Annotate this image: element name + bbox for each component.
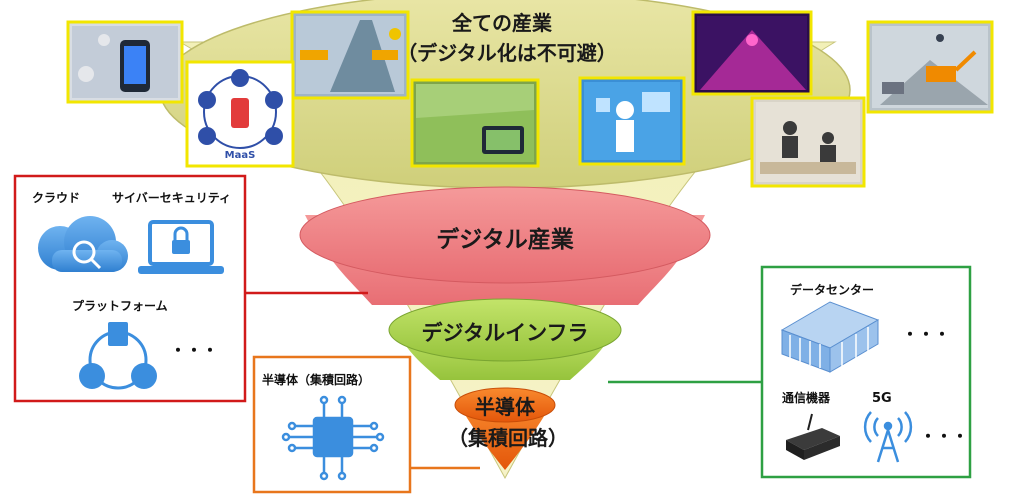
layer-semiconductor-label-1: 半導体	[475, 395, 536, 419]
datacenter-label: データセンター	[790, 282, 874, 297]
center-panel-title: 半導体（集積回路）	[262, 372, 370, 387]
top-title-line1: 全ての産業	[451, 11, 553, 35]
smartphone-icon	[231, 98, 249, 128]
comm-ellipsis: ・・・	[920, 427, 968, 446]
left-panel-ellipsis: ・・・	[170, 341, 218, 360]
cloud-icon	[38, 216, 128, 272]
antenna-icon	[863, 411, 913, 463]
layer-semiconductor-top	[454, 387, 556, 423]
airplane-icon	[265, 91, 283, 109]
layer-semiconductor-label-2: （集積回路）	[448, 426, 568, 450]
industry-photos: MaaS	[66, 10, 994, 188]
platform-label: プラットフォーム	[72, 298, 168, 313]
cloud-label: クラウド	[32, 191, 80, 205]
smart-home-icon	[78, 66, 94, 82]
maas-label: MaaS	[225, 150, 256, 161]
left-panel-frame	[13, 174, 247, 403]
platform-icon	[79, 322, 157, 390]
layer-digital-infra-label: デジタルインフラ	[422, 321, 589, 345]
layer-digital-infra-top	[388, 298, 622, 362]
bicycle-icon	[198, 91, 216, 109]
stage-light-icon	[746, 34, 758, 46]
right-panel: データセンター ・・・ 通信機器 5G	[760, 265, 972, 479]
photo-maas: MaaS	[185, 60, 295, 168]
doctor-icon	[616, 101, 634, 119]
photo-construction	[866, 20, 994, 114]
home-icon	[79, 363, 105, 389]
train-icon	[231, 69, 249, 87]
photo-smart-home	[66, 20, 184, 104]
car-icon	[198, 127, 216, 145]
excavator-icon	[926, 66, 956, 82]
photo-education	[750, 96, 866, 188]
layer-digital-industry-label: デジタル産業	[436, 226, 575, 253]
robot-arm-icon	[300, 50, 328, 60]
chip-icon	[281, 395, 385, 481]
comm-device-label: 通信機器	[782, 390, 831, 405]
top-title-line2: （デジタル化は不可避）	[397, 41, 617, 65]
photo-entertainment	[691, 10, 813, 96]
bus-icon	[265, 127, 283, 145]
router-icon	[786, 413, 840, 460]
photo-medical	[578, 76, 686, 166]
car-icon	[131, 363, 157, 389]
security-label: サイバーセキュリティ	[112, 191, 231, 205]
photo-agriculture	[410, 78, 540, 168]
fiveg-label: 5G	[872, 391, 892, 406]
datacenter-ellipsis: ・・・	[902, 325, 950, 344]
laptop-lock-icon	[138, 220, 224, 274]
left-panel: クラウド サイバーセキュリティ プラットフォーム ・・・	[13, 174, 247, 403]
server-rack-icon	[780, 301, 880, 373]
student-icon	[783, 121, 797, 135]
drone-icon	[936, 34, 944, 42]
layer-digital-industry-top	[299, 186, 711, 284]
center-panel: 半導体（集積回路）	[252, 355, 412, 494]
photo-factory	[290, 10, 410, 100]
building-icon	[108, 322, 128, 346]
